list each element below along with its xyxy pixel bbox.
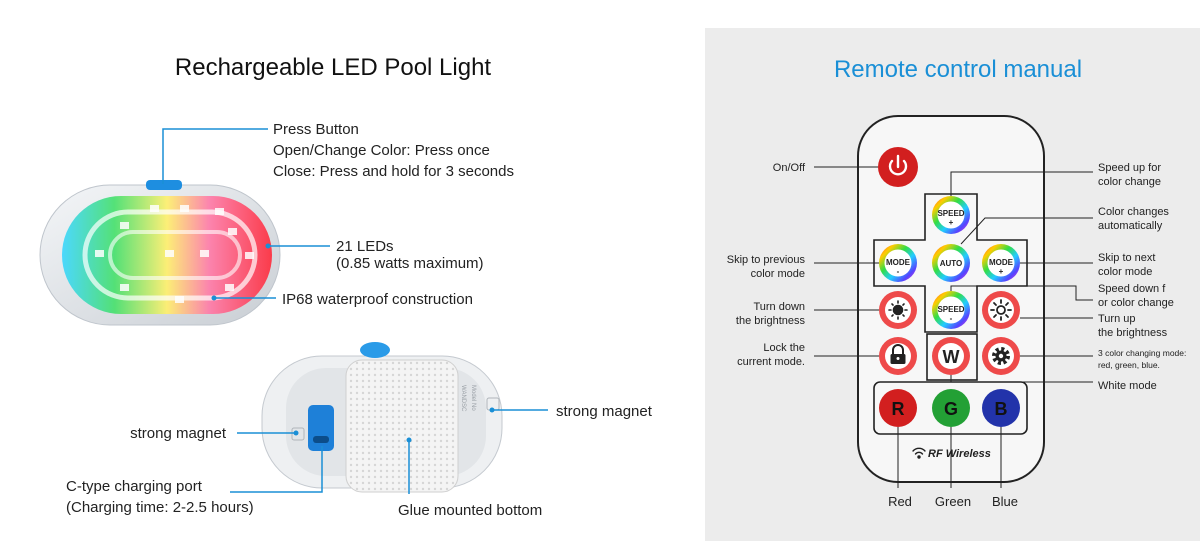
svg-text:Model No: Model No <box>470 385 476 411</box>
pool-light-back: WANDSC Model No <box>261 342 503 493</box>
callout-press-button: Press Button Open/Change Color: Press on… <box>162 121 514 184</box>
callout-glue-bottom: Glue mounted bottom <box>398 437 542 519</box>
sun-bright-icon <box>990 299 1012 321</box>
svg-text:Glue mounted bottom: Glue mounted bottom <box>398 502 542 519</box>
svg-text:3 color changing mode:: 3 color changing mode: <box>1098 348 1186 358</box>
svg-text:color mode: color mode <box>1098 266 1152 278</box>
svg-text:SPEED: SPEED <box>937 209 964 218</box>
svg-text:Green: Green <box>935 494 971 509</box>
svg-text:MODE: MODE <box>886 258 911 267</box>
mode-next-button[interactable]: MODE + <box>982 244 1020 282</box>
wifi-icon <box>912 447 926 459</box>
svg-text:automatically: automatically <box>1098 220 1163 232</box>
svg-text:color change: color change <box>1098 176 1161 188</box>
brand-label: RF Wireless <box>912 447 991 460</box>
speed-up-button[interactable]: SPEED + <box>932 196 970 234</box>
svg-text:-: - <box>950 314 953 323</box>
button-cross-outline <box>873 193 1028 333</box>
svg-text:IP68 waterproof construction: IP68 waterproof construction <box>282 291 473 308</box>
svg-text:SPEED: SPEED <box>937 305 964 314</box>
callout-charging-port: C-type charging port (Charging time: 2-2… <box>66 446 323 516</box>
svg-text:Red: Red <box>888 494 912 509</box>
svg-text:(0.85 watts maximum): (0.85 watts maximum) <box>336 255 484 272</box>
lock-button[interactable] <box>879 337 917 375</box>
svg-text:Open/Change Color: Press once: Open/Change Color: Press once <box>273 142 490 159</box>
svg-text:strong magnet: strong magnet <box>556 403 653 420</box>
svg-text:Speed down f: Speed down f <box>1098 283 1166 295</box>
callout-waterproof: IP68 waterproof construction <box>211 291 473 308</box>
svg-text:Lock the: Lock the <box>763 342 805 354</box>
remote-right-labels: Speed up for color change Color changes … <box>1098 162 1186 392</box>
auto-button[interactable]: AUTO <box>932 244 970 282</box>
svg-text:-: - <box>897 267 900 276</box>
svg-text:Color changes: Color changes <box>1098 206 1169 218</box>
sun-dim-icon <box>888 300 908 320</box>
svg-text:+: + <box>999 267 1004 276</box>
mode-prev-button[interactable]: MODE - <box>879 244 917 282</box>
svg-text:R: R <box>892 399 905 419</box>
svg-text:RF Wireless: RF Wireless <box>928 448 991 460</box>
svg-text:Close: Press and hold for 3 se: Close: Press and hold for 3 seconds <box>273 163 514 180</box>
svg-text:the brightness: the brightness <box>1098 327 1168 339</box>
remote-left-labels: On/Off Skip to previous color mode Turn … <box>727 162 806 368</box>
three-color-mode-button[interactable] <box>982 337 1020 375</box>
white-button[interactable]: W <box>932 337 970 375</box>
svg-text:Press Button: Press Button <box>273 121 359 138</box>
left-title: Rechargeable LED Pool Light <box>175 54 492 81</box>
svg-text:(Charging time: 2-2.5 hours): (Charging time: 2-2.5 hours) <box>66 499 254 516</box>
svg-text:Blue: Blue <box>992 494 1018 509</box>
brightness-up-button[interactable] <box>982 291 1020 329</box>
remote-leader-lines <box>814 166 1093 488</box>
svg-text:Skip to next: Skip to next <box>1098 252 1155 264</box>
red-button[interactable]: R <box>879 389 917 427</box>
svg-text:21 LEDs: 21 LEDs <box>336 238 394 255</box>
callout-magnet-right: strong magnet <box>489 403 653 420</box>
svg-text:strong magnet: strong magnet <box>130 425 227 442</box>
speed-down-button[interactable]: SPEED - <box>932 291 970 329</box>
svg-text:or color change: or color change <box>1098 297 1174 309</box>
pool-light-front <box>39 180 281 326</box>
svg-text:On/Off: On/Off <box>773 162 806 174</box>
green-button[interactable]: G <box>932 389 970 427</box>
svg-text:C-type charging port: C-type charging port <box>66 478 203 495</box>
lock-icon <box>890 344 906 364</box>
svg-text:AUTO: AUTO <box>940 259 963 268</box>
svg-text:current mode.: current mode. <box>737 356 805 368</box>
svg-text:Turn up: Turn up <box>1098 313 1136 325</box>
svg-text:B: B <box>995 399 1008 419</box>
blue-button[interactable]: B <box>982 389 1020 427</box>
brightness-down-button[interactable] <box>879 291 917 329</box>
svg-text:MODE: MODE <box>989 258 1014 267</box>
svg-text:White mode: White mode <box>1098 380 1157 392</box>
gear-icon <box>992 347 1010 365</box>
svg-text:W: W <box>943 347 960 367</box>
remote-bottom-labels: Red Green Blue <box>888 494 1018 509</box>
svg-text:G: G <box>944 399 958 419</box>
svg-text:+: + <box>949 218 954 227</box>
svg-text:WANDSC: WANDSC <box>460 385 466 412</box>
svg-text:the brightness: the brightness <box>736 315 806 327</box>
svg-text:Skip to previous: Skip to previous <box>727 254 806 266</box>
power-icon <box>888 154 908 176</box>
svg-text:color mode: color mode <box>751 268 805 280</box>
callout-leds: 21 LEDs (0.85 watts maximum) <box>265 238 484 272</box>
svg-text:Turn down: Turn down <box>753 301 805 313</box>
right-title: Remote control manual <box>834 56 1082 83</box>
callout-magnet-left: strong magnet <box>130 425 299 442</box>
white-button-outline <box>926 333 978 381</box>
svg-text:Speed up for: Speed up for <box>1098 162 1161 174</box>
power-button[interactable] <box>878 147 918 187</box>
svg-text:red, green, blue.: red, green, blue. <box>1098 360 1160 370</box>
